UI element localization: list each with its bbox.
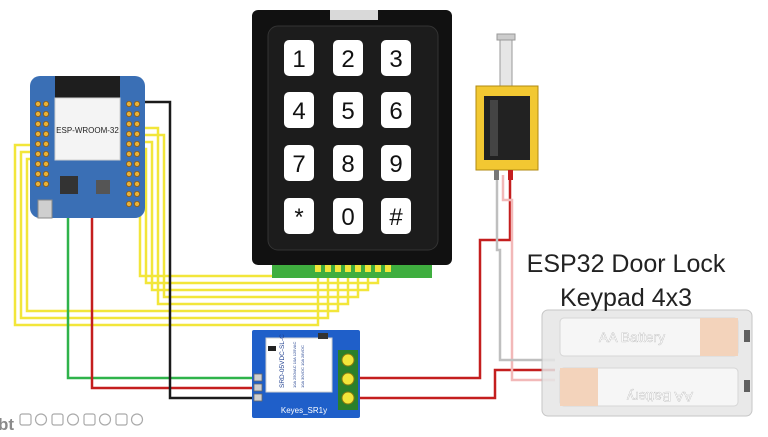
keypad-key-6[interactable]	[381, 92, 411, 128]
keypad-ribbon-tab	[330, 10, 378, 20]
battery-cell-top-label: AA Battery	[599, 329, 665, 345]
esp32-label: ESP-WROOM-32	[56, 126, 119, 135]
keypad-wire-4	[140, 126, 350, 306]
relay-rating-2: 10A 30VDC 10A 28VDC	[300, 345, 305, 388]
esp32-chip	[60, 176, 78, 194]
keypad-key-9[interactable]	[381, 145, 411, 181]
keypad-key-hash-label: #	[389, 204, 403, 231]
esp32-antenna	[55, 76, 120, 98]
keypad-key-1-label: 1	[292, 46, 305, 73]
keypad-key-5[interactable]	[333, 92, 363, 128]
esp32-usb-port	[37, 199, 53, 219]
toolbar-icon-3[interactable]	[51, 413, 64, 426]
keypad-key-star[interactable]	[284, 198, 314, 234]
relay-screw-2	[341, 372, 355, 386]
keypad-key-3-label: 3	[389, 46, 402, 73]
battery-pack: AA Battery AA Battery	[541, 309, 753, 417]
toolbar-icon-4[interactable]	[66, 413, 80, 426]
toolbar-icon-6[interactable]	[98, 413, 112, 426]
keypad-key-2[interactable]	[333, 40, 363, 76]
esp32-pins-right	[126, 101, 140, 207]
keypad-wire-2	[19, 150, 330, 320]
battery-cell-bottom-label: AA Battery	[627, 389, 693, 405]
keypad-key-0[interactable]	[333, 198, 363, 234]
toolbar-logo: bt	[0, 415, 14, 432]
battery-pole-1	[744, 330, 750, 342]
toolbar-icon-8[interactable]	[130, 413, 144, 426]
keypad-key-9-label: 9	[389, 151, 402, 178]
keypad-key-5-label: 5	[341, 98, 354, 125]
keypad-key-star-label: *	[294, 204, 303, 231]
relay-rating-1: 10A 250VAC 10A 125VAC	[292, 342, 297, 388]
solenoid-lock	[475, 33, 539, 180]
keypad-face	[267, 25, 439, 251]
keypad-key-hash[interactable]	[381, 198, 411, 234]
solenoid-plunger-cap	[496, 33, 516, 41]
keypad-wire-1	[13, 143, 320, 327]
relay-input-pins	[253, 373, 263, 402]
relay-screw-1	[341, 353, 355, 367]
solenoid-terminal-2	[508, 170, 513, 180]
keypad-key-8[interactable]	[333, 145, 363, 181]
keypad-key-1[interactable]	[284, 40, 314, 76]
solenoid-coil-shine	[490, 100, 498, 156]
keypad-4x3: 1 2 3 4 5 6 7 8 9 * 0 #	[252, 10, 452, 278]
black-wire	[140, 100, 258, 400]
toolbar-icon-5[interactable]	[83, 413, 96, 426]
keypad-key-0-label: 0	[341, 204, 354, 231]
keypad-key-7-label: 7	[292, 151, 305, 178]
keypad-key-7[interactable]	[284, 145, 314, 181]
toolbar-icon-2[interactable]	[34, 413, 48, 426]
toolbar-icon-7[interactable]	[115, 413, 128, 426]
esp32-shield	[54, 97, 121, 161]
solenoid-pink-wire	[501, 175, 555, 382]
diagram-title: ESP32 Door Lock Keypad 4x3	[527, 250, 726, 312]
keypad-key-4[interactable]	[284, 92, 314, 128]
battery-cell-top-cap	[700, 318, 738, 356]
title-line-1: ESP32 Door Lock	[527, 250, 726, 278]
esp32-chip-2	[96, 180, 110, 194]
keypad-connector-pins	[315, 262, 391, 272]
relay-red-wire-2	[355, 368, 555, 400]
keypad-key-grid: 1 2 3 4 5 6 7 8 9 * 0 #	[284, 40, 411, 234]
battery-pole-2	[744, 380, 750, 392]
relay-screw-3	[341, 391, 355, 405]
bottom-toolbar: bt	[0, 413, 144, 434]
solenoid-gray-wire	[495, 175, 555, 362]
relay-cube	[265, 337, 333, 393]
keypad-key-2-label: 2	[341, 46, 354, 73]
relay-jumper	[318, 333, 328, 339]
keypad-wire-5	[140, 133, 360, 299]
keypad-key-6-label: 6	[389, 98, 402, 125]
relay-screw-terminals	[338, 350, 358, 410]
relay-module: SRD-05VDC-SL-C 10A 250VAC 10A 125VAC 10A…	[252, 330, 360, 418]
title-line-2: Keypad 4x3	[560, 284, 692, 312]
relay-led	[268, 346, 276, 351]
esp32-pins-left	[35, 101, 50, 187]
solenoid-terminal-1	[494, 170, 499, 180]
solenoid-plunger	[499, 35, 513, 87]
relay-red-wire-1	[355, 175, 512, 380]
toolbar-icon-1[interactable]	[19, 413, 32, 426]
esp32-board: ESP-WROOM-32	[30, 76, 145, 219]
battery-cell-bottom-cap	[560, 368, 598, 406]
relay-label: Keyes_SR1y	[281, 406, 327, 415]
keypad-key-8-label: 8	[341, 151, 354, 178]
relay-component-label: SRD-05VDC-SL-C	[279, 334, 286, 388]
keypad-key-4-label: 4	[292, 98, 305, 125]
keypad-key-3[interactable]	[381, 40, 411, 76]
